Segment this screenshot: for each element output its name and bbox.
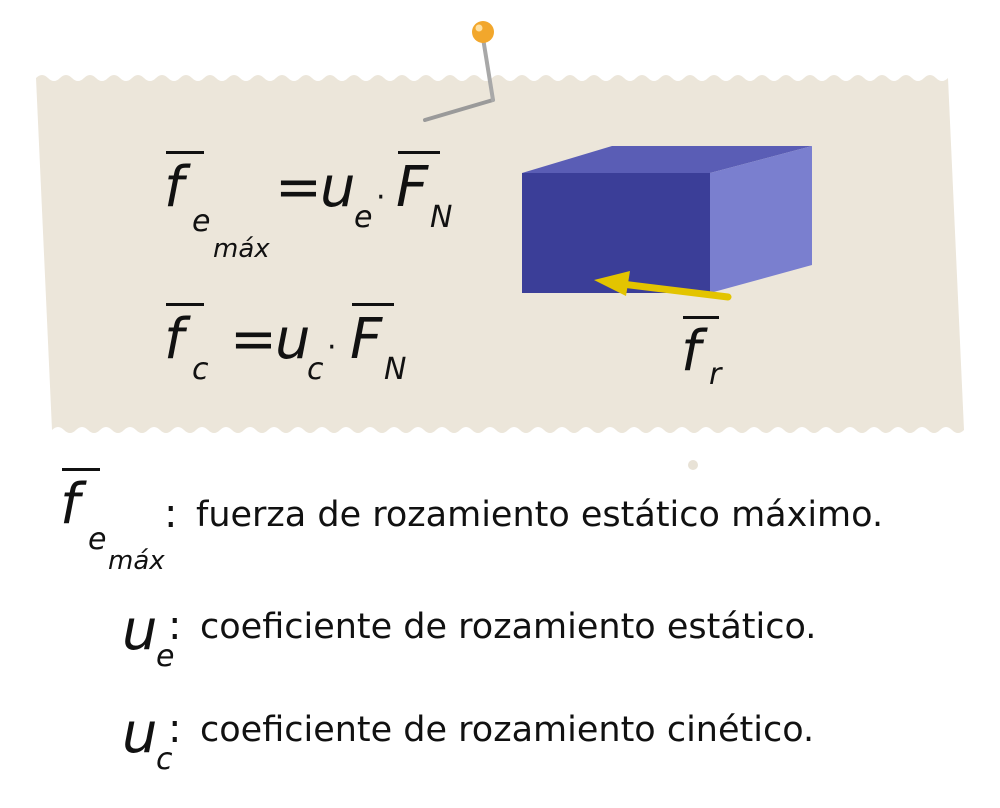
vector-bar	[398, 151, 440, 154]
legend3-text: coeficiente de rozamiento cinético.	[200, 710, 815, 750]
legend2-symbol: u	[122, 598, 158, 663]
small-dot	[688, 460, 698, 470]
formula1-sub-e: e	[192, 204, 211, 239]
formula2-F-sub: N	[384, 352, 407, 387]
legend2-sub: e	[156, 639, 175, 674]
legend2-text: coeficiente de rozamiento estático.	[200, 607, 817, 647]
legend3-symbol: u	[122, 701, 158, 766]
formula2-equals: =	[230, 307, 277, 372]
legend3-colon: :	[168, 706, 182, 752]
formula2-u-sub: c	[307, 352, 324, 387]
formula1-F: F	[396, 155, 429, 220]
formula2-f: f	[164, 307, 184, 372]
formula2-u: u	[275, 307, 311, 372]
formula2-sub-c: c	[192, 352, 209, 387]
block-label-sub-r: r	[709, 357, 722, 392]
legend1-symbol: f	[60, 472, 80, 537]
formula1-u-sub: e	[354, 200, 373, 235]
formula1-dot: ·	[376, 180, 386, 215]
legend2-colon: :	[168, 603, 182, 649]
formula1-F-sub: N	[430, 200, 453, 235]
pin-icon	[423, 21, 495, 122]
legend1-text: fuerza de rozamiento estático máximo.	[196, 495, 884, 535]
friction-arrow-icon	[594, 271, 732, 301]
legend3-sub: c	[156, 742, 173, 777]
formula2-dot: ·	[327, 330, 337, 365]
formula1-subsub-max: máx	[213, 234, 270, 264]
legend1-subsub: máx	[108, 546, 165, 576]
block-icon	[522, 146, 812, 293]
vector-bar	[352, 303, 394, 306]
legend1-colon: :	[164, 491, 178, 537]
vector-bar	[62, 468, 100, 471]
legend1-sub: e	[88, 522, 107, 557]
formula1-u: u	[320, 155, 356, 220]
block-label-f: f	[681, 319, 701, 384]
vector-bar	[683, 316, 719, 319]
formula2-F: F	[350, 307, 383, 372]
vector-bar	[166, 151, 204, 154]
vector-bar	[166, 303, 204, 306]
formula1-f: f	[164, 155, 184, 220]
paper-note	[36, 75, 964, 433]
formula1-equals: =	[275, 155, 322, 220]
